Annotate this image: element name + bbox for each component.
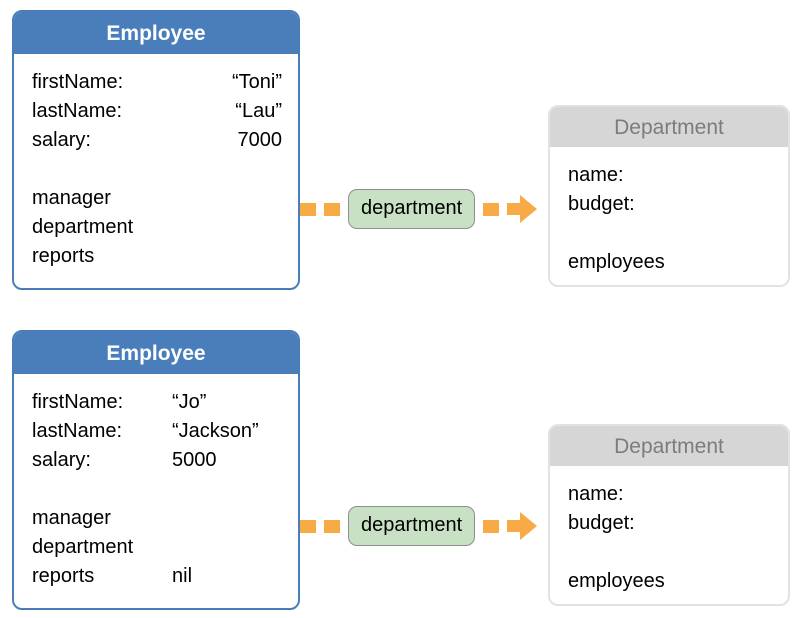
- slot-name: reports: [32, 565, 95, 587]
- slot-name: employees: [568, 570, 665, 592]
- class-name-label: Employee: [106, 341, 206, 365]
- slot-row: salary: 7000: [14, 126, 298, 155]
- slot-row-spacer: [550, 219, 788, 248]
- slot-row: lastName: “Lau”: [14, 97, 298, 126]
- slot-name: name:: [568, 483, 624, 505]
- object-box-department-1[interactable]: Department name: budget: employees: [548, 105, 790, 287]
- slot-name: employees: [568, 251, 665, 273]
- slot-value: “Jo”: [172, 391, 207, 413]
- object-header-department-2: Department: [550, 426, 788, 466]
- slot-row: lastName: “Jackson”: [14, 417, 298, 446]
- relation-label-chip[interactable]: department: [348, 506, 476, 546]
- slot-row: manager: [14, 504, 298, 533]
- class-name-label: Employee: [106, 21, 206, 45]
- slot-row: employees: [550, 567, 788, 596]
- slot-value: nil: [172, 565, 193, 587]
- object-box-department-2[interactable]: Department name: budget: employees: [548, 424, 790, 606]
- slot-row: reports: [14, 242, 298, 271]
- slot-name: salary:: [32, 129, 91, 151]
- slot-name: manager: [32, 187, 111, 209]
- slot-name: salary:: [32, 449, 91, 471]
- slot-row: employees: [550, 248, 788, 277]
- slot-row: name:: [550, 161, 788, 190]
- slot-row-spacer: [14, 475, 298, 504]
- slot-name: lastName:: [32, 100, 123, 122]
- relation-connector-2[interactable]: department: [300, 503, 540, 549]
- connector-dash-icon: [300, 519, 316, 533]
- class-name-label: Department: [614, 434, 724, 458]
- slot-name: lastName:: [32, 420, 123, 442]
- slot-value: “Toni”: [231, 71, 282, 93]
- relation-connector-1[interactable]: department: [300, 186, 540, 232]
- slot-row-spacer: [14, 155, 298, 184]
- slot-name: department: [32, 536, 134, 558]
- slot-value: 7000: [237, 129, 283, 151]
- slot-value: “Lau”: [235, 100, 282, 122]
- slot-row: firstName: “Jo”: [14, 388, 298, 417]
- slot-name: reports: [32, 245, 95, 267]
- slot-name: manager: [32, 507, 111, 529]
- slot-name: department: [32, 216, 134, 238]
- object-header-employee-1: Employee: [14, 12, 298, 54]
- slot-name: firstName:: [32, 71, 124, 93]
- object-box-employee-2[interactable]: Employee firstName: “Jo” lastName: “Jack…: [12, 330, 300, 610]
- object-body-department-1: name: budget: employees: [550, 147, 788, 277]
- object-box-employee-1[interactable]: Employee firstName: “Toni” lastName: “La…: [12, 10, 300, 290]
- slot-name: budget:: [568, 193, 635, 215]
- connector-dash-icon: [483, 519, 500, 533]
- slot-row: salary: 5000: [14, 446, 298, 475]
- slot-row: department: [14, 213, 298, 242]
- arrow-head-icon: [507, 193, 538, 225]
- connector-dash-icon: [324, 202, 340, 216]
- slot-row: department: [14, 533, 298, 562]
- slot-row: firstName: “Toni”: [14, 68, 298, 97]
- object-header-employee-2: Employee: [14, 332, 298, 374]
- slot-row: budget:: [550, 509, 788, 538]
- slot-name: firstName:: [32, 391, 124, 413]
- slot-value: 5000: [172, 449, 217, 471]
- connector-dash-icon: [324, 519, 340, 533]
- arrow-head-icon: [507, 510, 538, 542]
- object-body-department-2: name: budget: employees: [550, 466, 788, 596]
- slot-row: reports nil: [14, 562, 298, 591]
- object-body-employee-2: firstName: “Jo” lastName: “Jackson” sala…: [14, 374, 298, 591]
- slot-value: “Jackson”: [172, 420, 259, 442]
- relation-label-chip[interactable]: department: [348, 189, 476, 229]
- slot-row: manager: [14, 184, 298, 213]
- object-header-department-1: Department: [550, 107, 788, 147]
- connector-dash-icon: [300, 202, 316, 216]
- object-body-employee-1: firstName: “Toni” lastName: “Lau” salary…: [14, 54, 298, 271]
- connector-dash-icon: [483, 202, 500, 216]
- slot-name: budget:: [568, 512, 635, 534]
- class-name-label: Department: [614, 115, 724, 139]
- slot-row: budget:: [550, 190, 788, 219]
- slot-name: name:: [568, 164, 624, 186]
- slot-row: name:: [550, 480, 788, 509]
- slot-row-spacer: [550, 538, 788, 567]
